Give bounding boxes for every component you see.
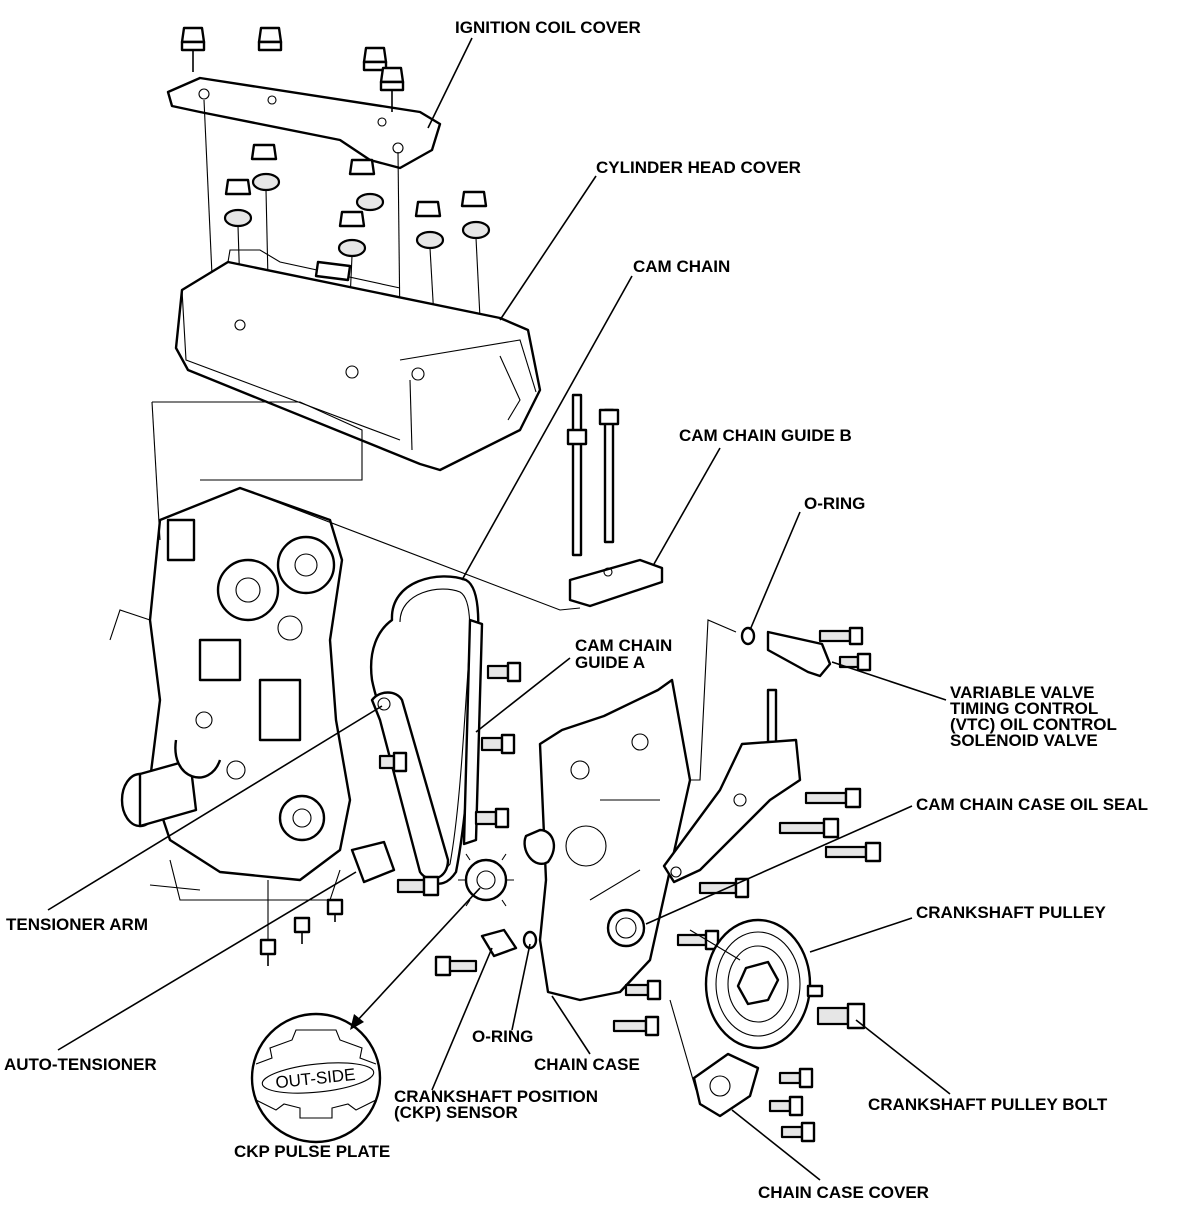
label-chain-case: CHAIN CASE	[534, 1055, 640, 1074]
label-ckp-sensor-line2: (CKP) SENSOR	[394, 1103, 518, 1122]
label-cylinder-head-cover: CYLINDER HEAD COVER	[596, 158, 801, 177]
head-cover-nuts-washers	[223, 143, 491, 258]
guide-bolts	[378, 661, 522, 829]
label-crankshaft-pulley-bolt: CRANKSHAFT PULLEY BOLT	[868, 1095, 1108, 1114]
chain-case-cover-part	[669, 999, 816, 1143]
label-cam-chain: CAM CHAIN	[633, 257, 730, 276]
auto-tensioner-part	[259, 840, 440, 966]
label-ckp-pulse-plate: CKP PULSE PLATE	[234, 1142, 390, 1161]
label-o-ring-bottom: O-RING	[472, 1027, 533, 1046]
label-ckp-sensor-line1: CRANKSHAFT POSITION	[394, 1087, 598, 1106]
label-cam-chain-guide-a-line1: CAM CHAIN	[575, 636, 672, 655]
engine-block-part	[109, 486, 352, 901]
vtc-solenoid-valve-part	[680, 619, 872, 781]
cam-chain-guide-b-part	[566, 393, 664, 608]
ckp-pulse-plate-part	[458, 853, 514, 907]
label-cam-chain-case-oil-seal: CAM CHAIN CASE OIL SEAL	[916, 795, 1148, 814]
head-alignment-lines	[151, 401, 581, 611]
label-vtc-line1: VARIABLE VALVE	[950, 683, 1095, 702]
callout-labels: IGNITION COIL COVER CYLINDER HEAD COVER …	[4, 18, 1148, 1202]
label-vtc-line3: (VTC) OIL CONTROL	[950, 715, 1117, 734]
ckp-pulse-plate-detail: OUT-SIDE	[250, 887, 481, 1144]
label-cam-chain-guide-a-line2: GUIDE A	[575, 653, 645, 672]
label-vtc-line4: SOLENOID VALVE	[950, 731, 1098, 750]
coil-cover-bolts	[180, 26, 405, 112]
label-cam-chain-guide-b: CAM CHAIN GUIDE B	[679, 426, 852, 445]
tensioner-arm-part	[370, 691, 450, 880]
chain-case-part	[523, 678, 692, 1002]
label-auto-tensioner: AUTO-TENSIONER	[4, 1055, 157, 1074]
ignition-coil-cover-part	[166, 76, 442, 170]
cam-chain-guide-a-part	[462, 618, 484, 846]
bracket-part	[662, 688, 882, 884]
cylinder-head-cover-part	[174, 249, 542, 472]
crankshaft-pulley-part	[689, 918, 866, 1050]
leader-lines	[47, 37, 951, 1181]
label-ignition-coil-cover: IGNITION COIL COVER	[455, 18, 641, 37]
label-vtc-line2: TIMING CONTROL	[950, 699, 1098, 718]
label-chain-case-cover: CHAIN CASE COVER	[758, 1183, 929, 1202]
label-tensioner-arm: TENSIONER ARM	[6, 915, 148, 934]
label-crankshaft-pulley: CRANKSHAFT PULLEY	[916, 903, 1106, 922]
label-o-ring-top: O-RING	[804, 494, 865, 513]
